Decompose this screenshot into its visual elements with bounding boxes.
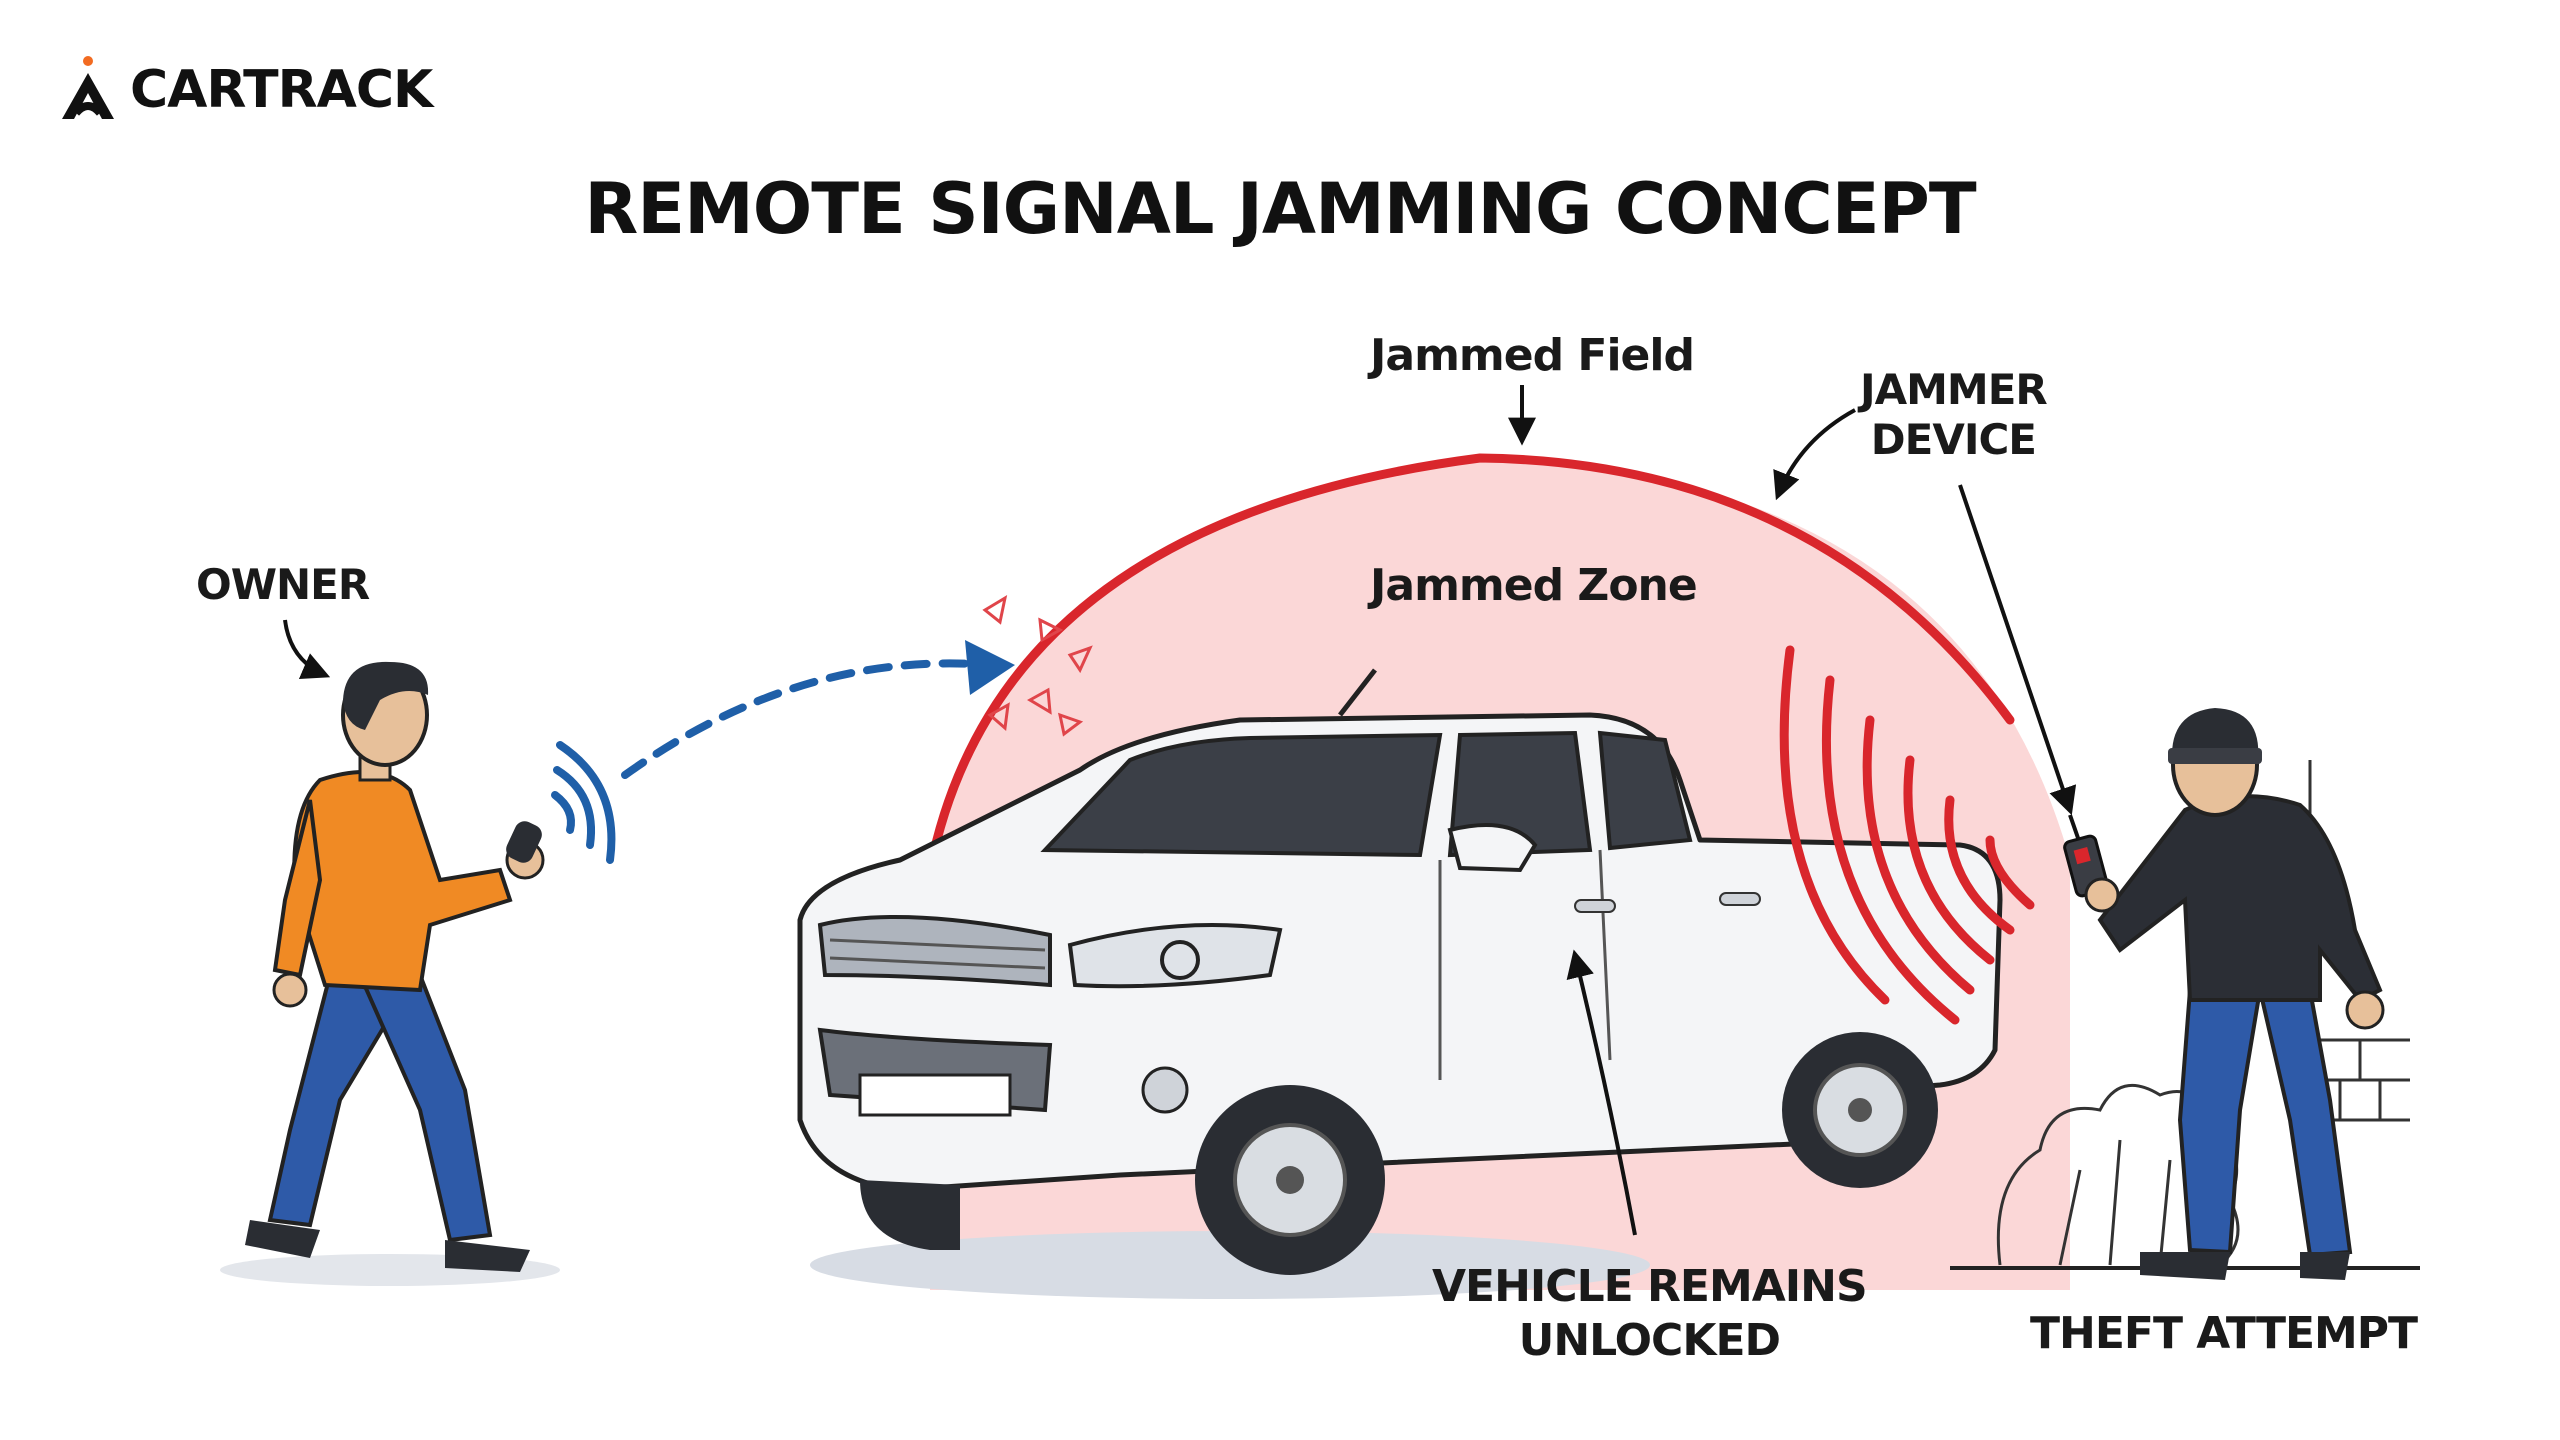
vehicle-label-line2: UNLOCKED <box>1518 1315 1781 1366</box>
vehicle-unlocked-label: VEHICLE REMAINS UNLOCKED <box>1432 1260 1868 1368</box>
jammer-arrow-to-device <box>1958 484 2077 816</box>
signal-shatter-icon <box>982 594 1093 737</box>
diagram-title: REMOTE SIGNAL JAMMING CONCEPT <box>584 168 1976 250</box>
rear-wheel <box>1782 1032 1938 1188</box>
vehicle-pickup <box>797 668 2003 1275</box>
cartrack-logo[interactable]: CARTRACK <box>56 50 433 130</box>
owner-label: OWNER <box>196 560 370 609</box>
vehicle-arrow <box>1566 949 1637 1236</box>
owner-figure <box>245 661 545 1272</box>
jammer-label-line1: JAMMER <box>1860 365 2048 414</box>
jammer-arrow-to-arc <box>1773 408 1856 501</box>
vehicle-label-line1: VEHICLE REMAINS <box>1432 1261 1868 1312</box>
brand-name: CARTRACK <box>130 60 433 120</box>
front-wheel <box>1195 1085 1385 1275</box>
jammed-field-label: Jammed Field <box>1370 330 1695 381</box>
cartrack-logo-icon <box>62 56 114 119</box>
blocked-signal-path <box>621 640 1015 779</box>
jammed-field-arc <box>925 453 2015 875</box>
jammer-label-line2: DEVICE <box>1870 415 2037 464</box>
theft-attempt-label: THEFT ATTEMPT <box>2030 1308 2418 1359</box>
jammer-signal-waves <box>1779 645 2035 1025</box>
jammed-zone-label: Jammed Zone <box>1370 560 1698 611</box>
jammer-device-label: JAMMER DEVICE <box>1860 365 2048 465</box>
key-fob-signal-icon <box>551 741 616 864</box>
owner-arrow <box>283 619 331 680</box>
thief-figure <box>2063 708 2385 1280</box>
vehicle-shadow <box>810 1231 1650 1299</box>
callout-arrows <box>283 385 2077 1236</box>
